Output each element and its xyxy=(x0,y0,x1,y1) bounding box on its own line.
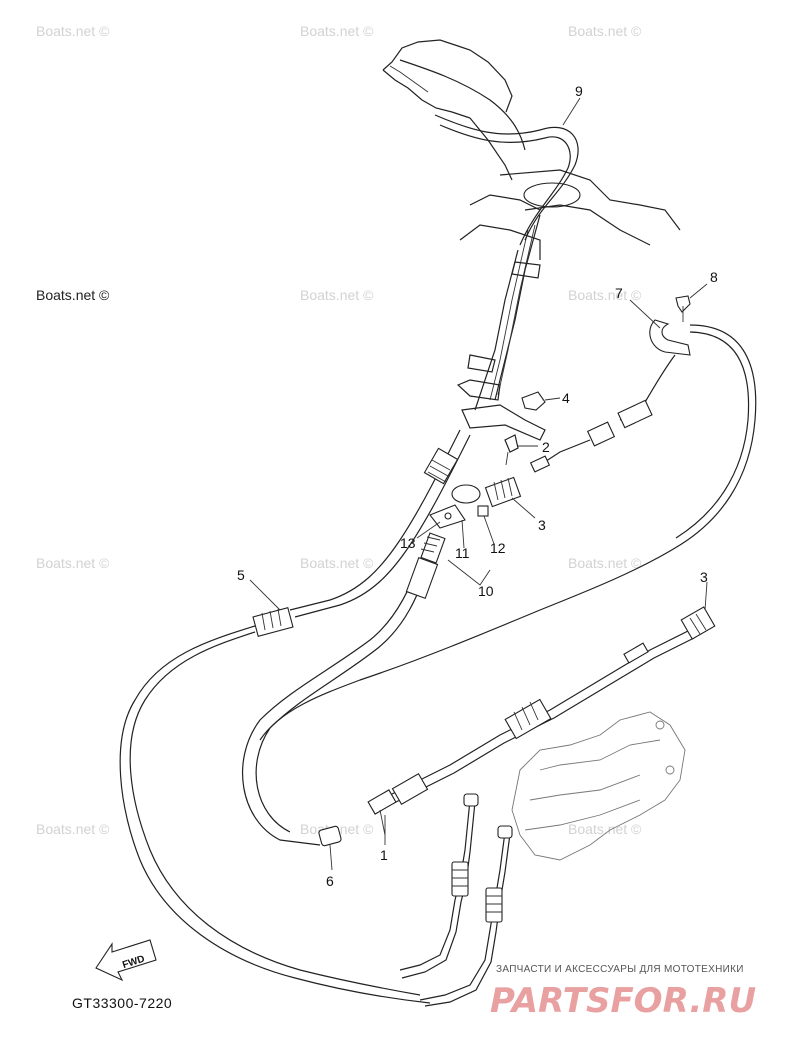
callout-12: 12 xyxy=(490,540,506,556)
watermark: Boats.net © xyxy=(36,287,110,303)
watermark: Boats.net © xyxy=(36,821,110,837)
cable-5 xyxy=(119,447,459,1004)
lower-cables xyxy=(399,793,513,1007)
fwd-arrow: FWD xyxy=(95,939,157,982)
callout-9: 9 xyxy=(575,83,583,99)
callout-1: 1 xyxy=(380,847,388,863)
callout-13: 13 xyxy=(400,535,416,551)
callout-4: 4 xyxy=(562,390,570,406)
watermark: Boats.net © xyxy=(300,287,374,303)
callout-5: 5 xyxy=(237,567,245,583)
shop-logo: PARTSFOR.RU xyxy=(490,981,756,1021)
handlebar-assembly xyxy=(382,39,681,441)
callout-8: 8 xyxy=(710,269,718,285)
watermark: Boats.net © xyxy=(568,555,642,571)
watermark: Boats.net © xyxy=(36,555,110,571)
callout-leaders xyxy=(249,97,708,845)
callout-10: 10 xyxy=(478,583,494,599)
callout-3-upper: 3 xyxy=(538,517,546,533)
grommet-6 xyxy=(318,825,342,871)
shop-branding: ЗАПЧАСТИ И АКСЕССУАРЫ ДЛЯ МОТОТЕХНИКИ PA… xyxy=(490,964,756,1021)
callout-3-lower: 3 xyxy=(700,569,708,585)
watermark: Boats.net © xyxy=(300,23,374,39)
callouts: 9 8 7 4 2 3 13 11 12 10 5 3 1 6 xyxy=(237,83,718,889)
shop-caption: ЗАПЧАСТИ И АКСЕССУАРЫ ДЛЯ МОТОТЕХНИКИ xyxy=(496,964,744,975)
engine-block xyxy=(511,711,686,861)
callout-2: 2 xyxy=(542,439,550,455)
cable-1 xyxy=(241,532,716,846)
watermark: Boats.net © xyxy=(568,287,642,303)
clip-parts xyxy=(649,295,691,356)
callout-7: 7 xyxy=(615,285,623,301)
watermark: Boats.net © xyxy=(568,23,642,39)
watermark: Boats.net © xyxy=(568,821,642,837)
small-parts xyxy=(429,391,546,529)
watermarks: Boats.net © Boats.net © Boats.net © Boat… xyxy=(36,23,642,837)
watermark: Boats.net © xyxy=(36,23,110,39)
diagram-code: GT33300-7220 xyxy=(72,995,172,1011)
watermark: Boats.net © xyxy=(300,555,374,571)
callout-6: 6 xyxy=(326,873,334,889)
callout-11: 11 xyxy=(455,545,470,561)
cable-upper-right xyxy=(259,324,757,741)
